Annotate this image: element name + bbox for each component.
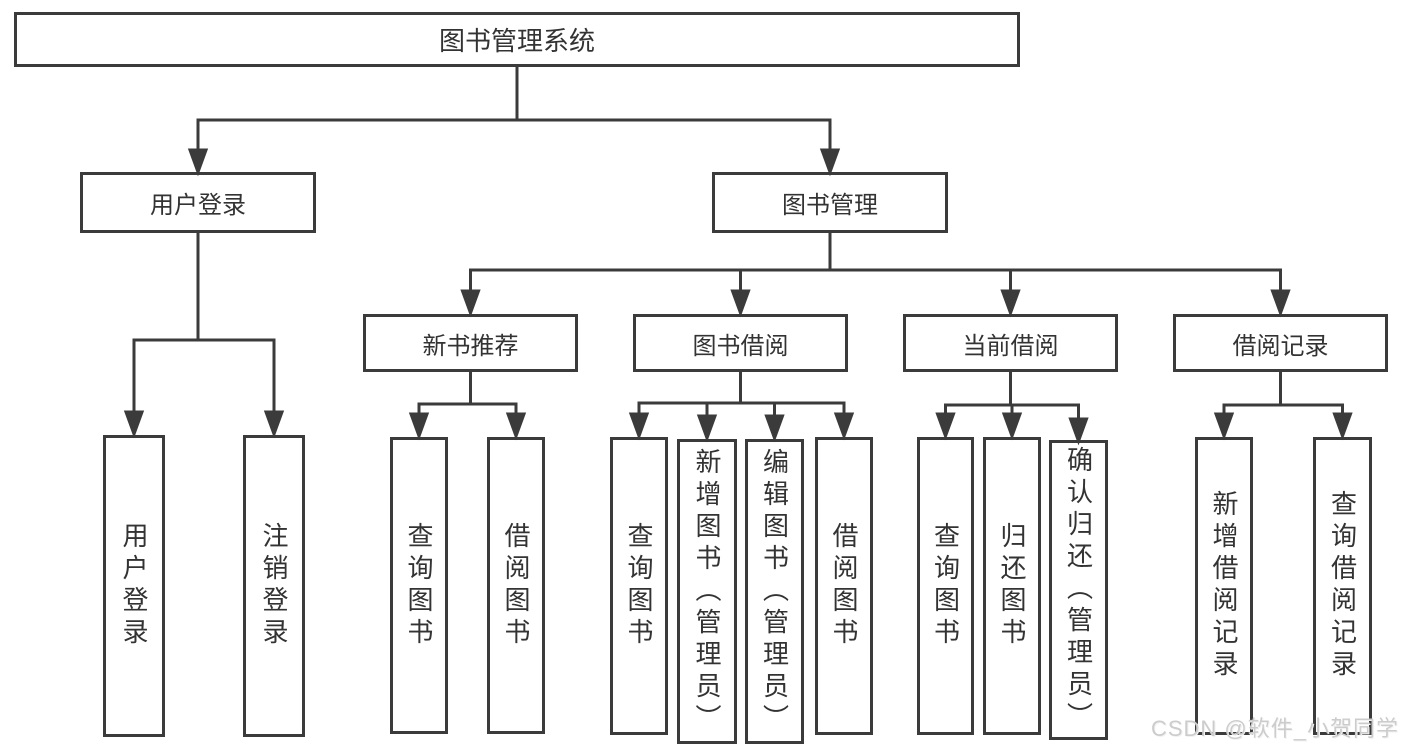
leaf-logout: 注销登录 — [243, 435, 305, 737]
leaf-bb-query-books-label: 查询图书 — [624, 522, 654, 650]
node-borrowing-records: 借阅记录 — [1173, 314, 1388, 372]
leaf-nbr-query-books-label: 查询图书 — [404, 521, 434, 650]
leaf-br-query-record: 查询借阅记录 — [1313, 437, 1372, 735]
leaf-cb-confirm-return-admin: 确认归还（管理员） — [1049, 440, 1108, 740]
leaf-cb-query-books: 查询图书 — [917, 437, 974, 735]
node-new-book-recommendation-label: 新书推荐 — [422, 332, 519, 360]
leaf-nbr-query-books: 查询图书 — [390, 437, 448, 734]
leaf-cb-confirm-return-admin-label: 确认归还（管理员） — [1063, 446, 1094, 734]
node-current-borrowing-label: 当前借阅 — [962, 332, 1059, 360]
node-library-management-system-label: 图书管理系统 — [438, 26, 595, 56]
leaf-br-add-record: 新增借阅记录 — [1195, 437, 1253, 735]
node-book-management-label: 图书管理 — [782, 192, 878, 219]
leaf-logout-label: 注销登录 — [259, 522, 289, 650]
leaf-bb-borrow-books-label: 借阅图书 — [829, 522, 859, 650]
node-book-management: 图书管理 — [712, 172, 948, 233]
node-user-login-label: 用户登录 — [150, 192, 246, 219]
node-book-borrowing-label: 图书借阅 — [692, 332, 789, 360]
node-user-login: 用户登录 — [80, 172, 316, 233]
node-current-borrowing: 当前借阅 — [903, 314, 1118, 372]
leaf-bb-add-books-admin-label: 新增图书（管理员） — [692, 447, 722, 736]
leaf-bb-add-books-admin: 新增图书（管理员） — [677, 439, 737, 744]
leaf-cb-return-books-label: 归还图书 — [997, 522, 1027, 650]
leaf-nbr-borrow-books: 借阅图书 — [487, 437, 545, 734]
leaf-br-query-record-label: 查询借阅记录 — [1327, 490, 1358, 682]
node-book-borrowing: 图书借阅 — [633, 314, 848, 372]
leaf-bb-edit-books-admin: 编辑图书（管理员） — [745, 439, 804, 744]
leaf-bb-query-books: 查询图书 — [610, 437, 668, 735]
leaf-cb-return-books: 归还图书 — [983, 437, 1041, 735]
node-borrowing-records-label: 借阅记录 — [1232, 332, 1329, 360]
leaf-cb-query-books-label: 查询图书 — [930, 522, 961, 650]
node-new-book-recommendation: 新书推荐 — [363, 314, 578, 372]
leaf-nbr-borrow-books-label: 借阅图书 — [501, 521, 531, 650]
leaf-bb-borrow-books: 借阅图书 — [815, 437, 873, 735]
csdn-watermark: CSDN @软件_小贺同学 — [1150, 716, 1399, 741]
leaf-br-add-record-label: 新增借阅记录 — [1209, 490, 1239, 682]
leaf-user-login: 用户登录 — [103, 435, 165, 737]
leaf-user-login-label: 用户登录 — [119, 522, 149, 650]
node-library-management-system: 图书管理系统 — [14, 12, 1020, 67]
leaf-bb-edit-books-admin-label: 编辑图书（管理员） — [759, 447, 790, 736]
